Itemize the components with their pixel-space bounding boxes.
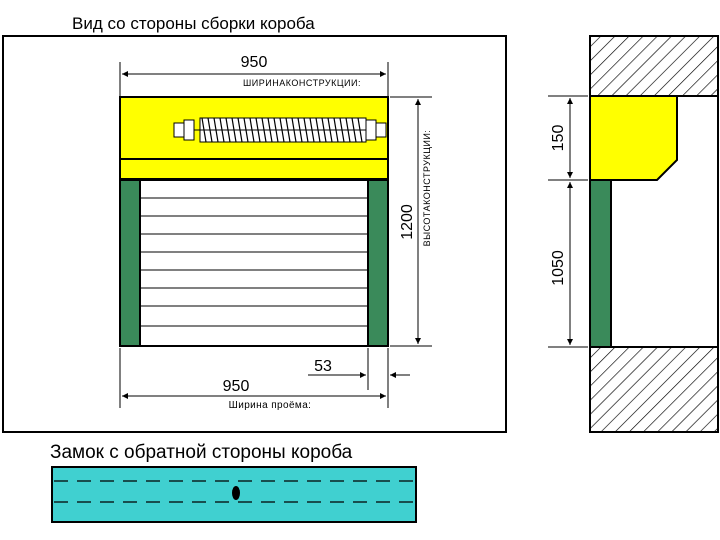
- curtain-slats: [140, 197, 368, 327]
- box-height-value: 150: [550, 125, 567, 152]
- bottom-width-dimension: 950 Ширина проёма:: [119, 348, 389, 411]
- guide-width-dimension: 53: [308, 348, 410, 390]
- shutter-curtain: [139, 179, 369, 347]
- opening-height-value: 1050: [550, 250, 567, 286]
- side-section-view: [589, 35, 719, 433]
- lower-wall-section: [589, 346, 719, 433]
- height-caption: ВЫСОТАКОНСТРУКЦИИ:: [422, 130, 432, 247]
- upper-wall-section: [589, 35, 719, 97]
- top-width-dimension: 950 ШИРИНАКОНСТРУКЦИИ:: [119, 54, 389, 96]
- height-dimension: 1200 ВЫСОТАКОНСТРУКЦИИ:: [390, 96, 432, 347]
- side-dimensions: 150 1050: [548, 95, 588, 348]
- bottom-width-caption: Ширина проёма:: [229, 400, 312, 411]
- top-width-value: 950: [241, 54, 268, 71]
- side-guide-rail: [589, 179, 612, 348]
- height-value: 1200: [399, 204, 416, 240]
- right-guide-rail: [367, 179, 389, 347]
- bottom-width-value: 950: [223, 378, 250, 395]
- lock-title: Замок с обратной стороны короба: [50, 442, 353, 463]
- guide-width-value: 53: [314, 358, 332, 375]
- spring-shaft: [173, 117, 387, 143]
- left-guide-rail: [119, 179, 141, 347]
- side-box-profile: [589, 95, 678, 181]
- top-width-caption: ШИРИНАКОНСТРУКЦИИ:: [243, 78, 361, 88]
- roller-box-lower-strip: [119, 158, 389, 180]
- drawing-title: Вид со стороны сборки короба: [72, 14, 315, 33]
- keyhole-icon: [232, 486, 240, 500]
